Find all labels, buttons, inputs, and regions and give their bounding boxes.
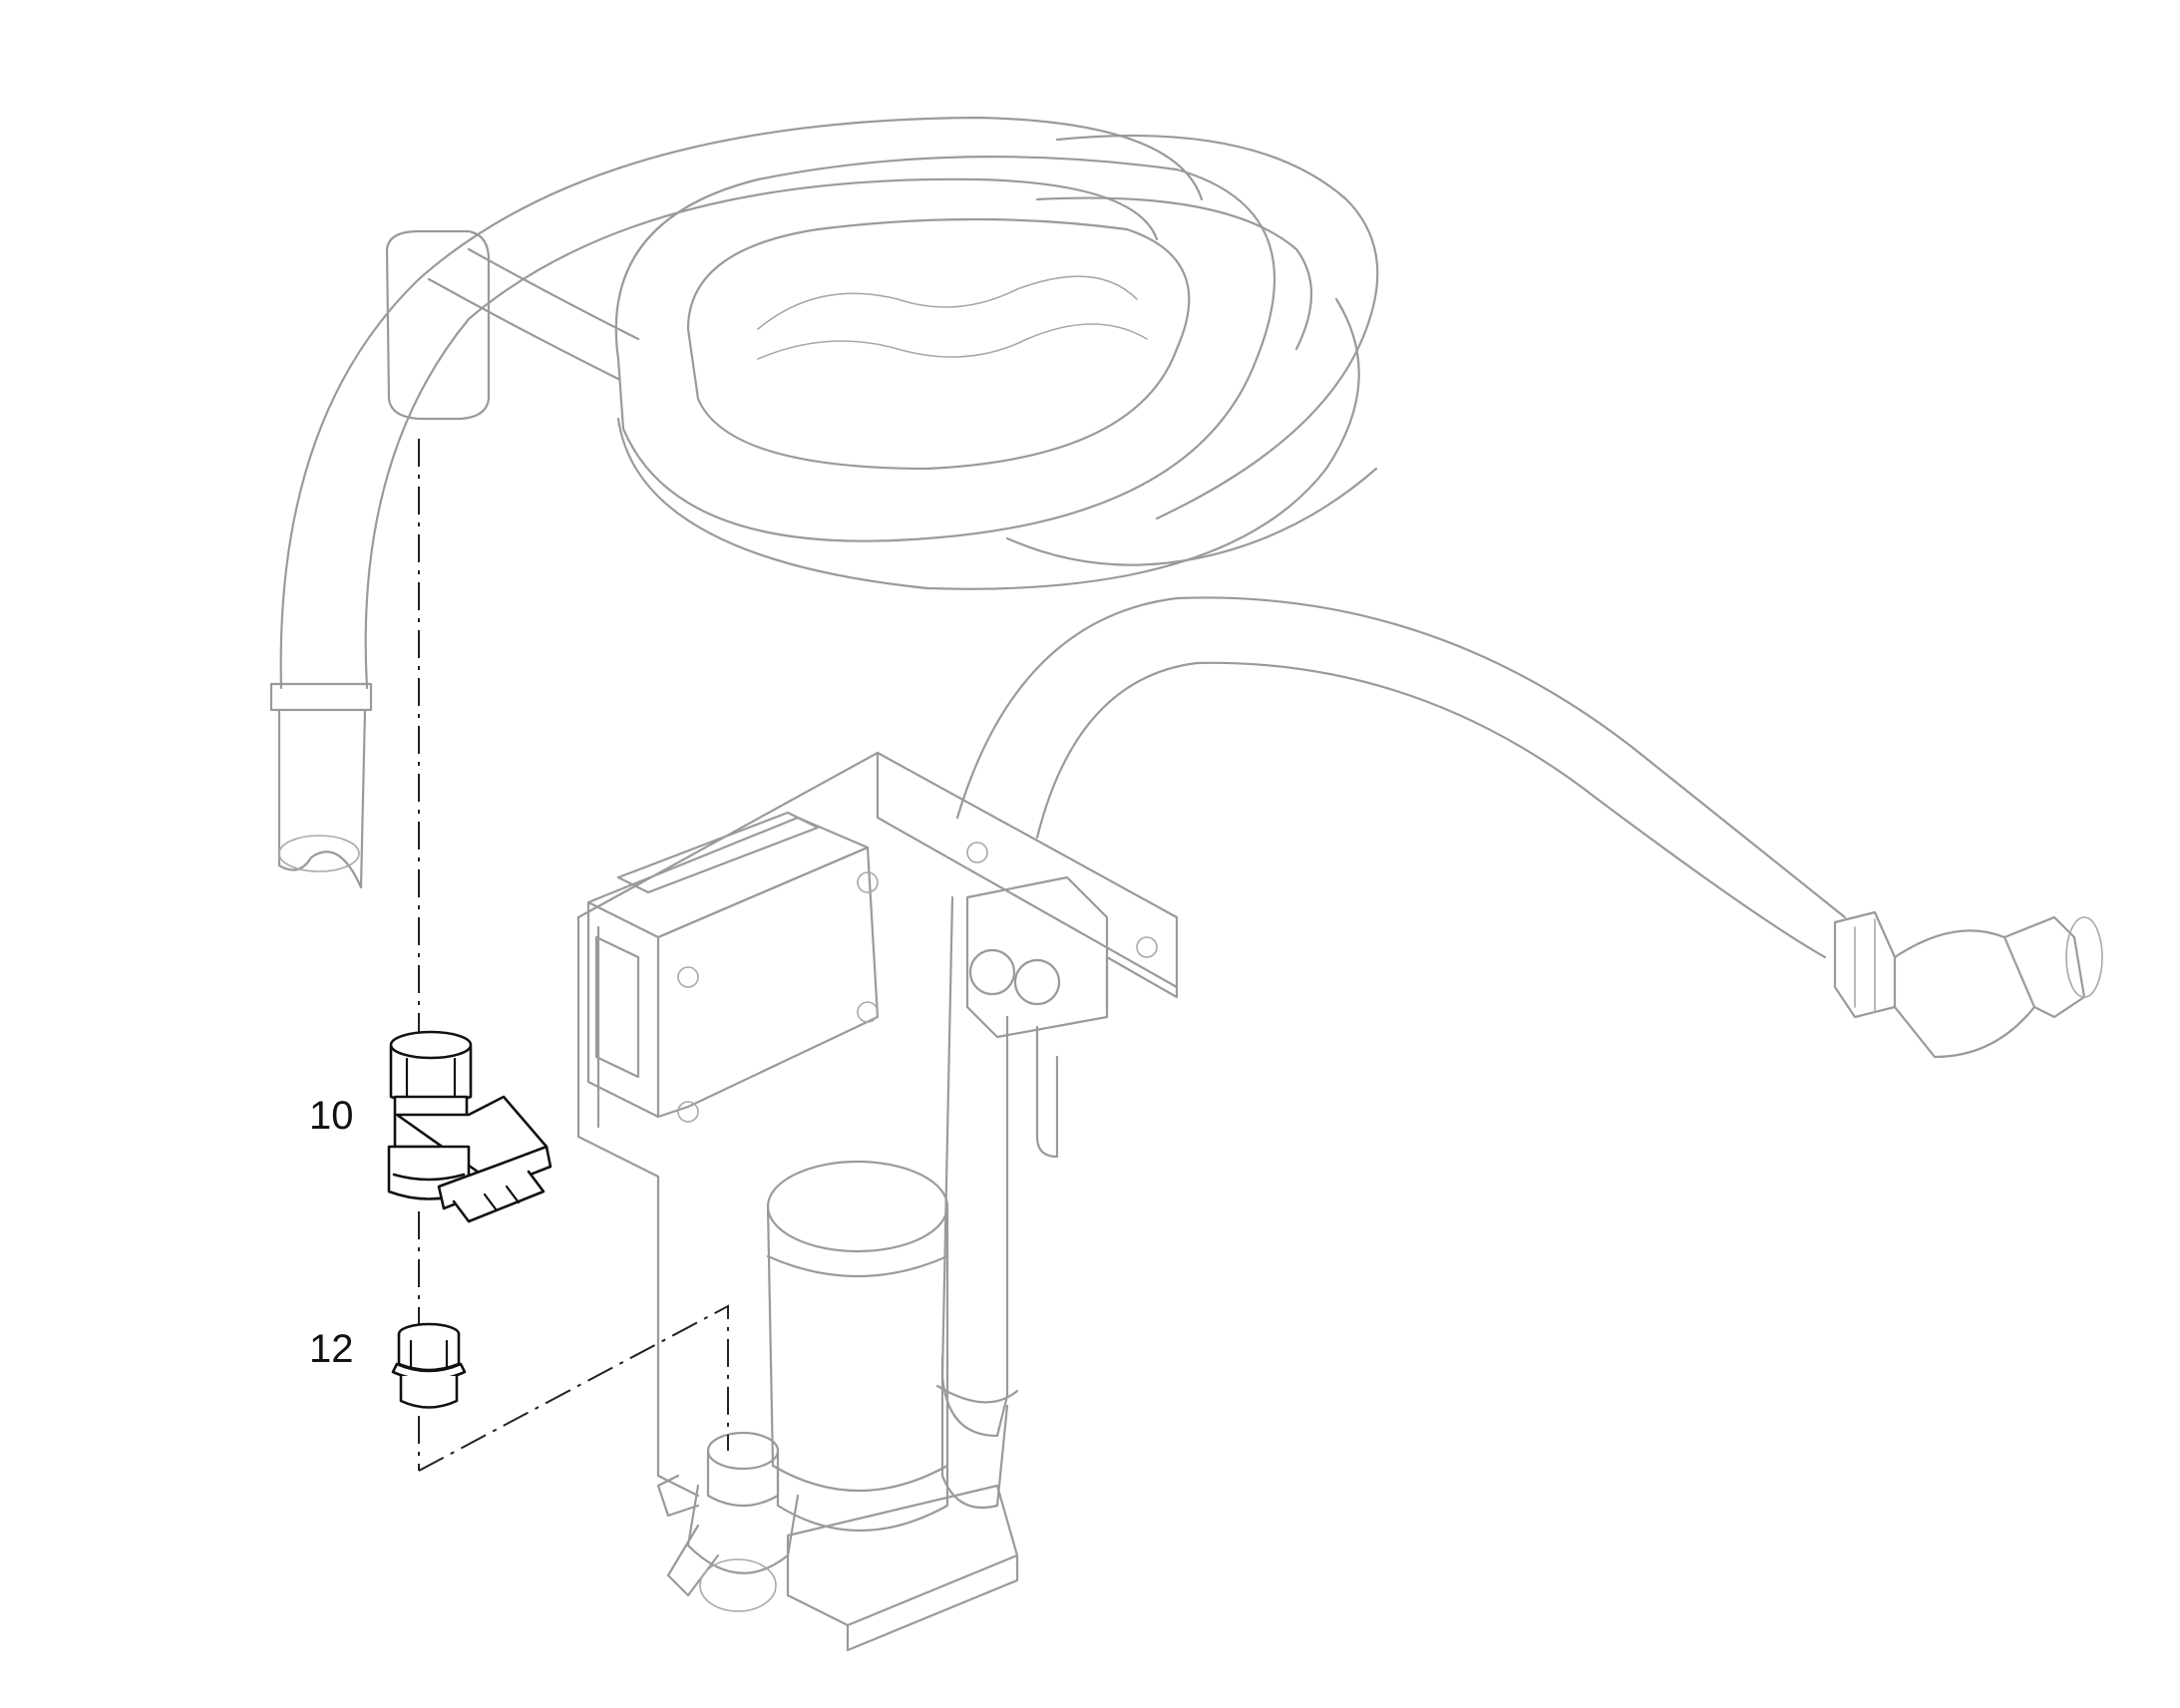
callout-12: 12 [309, 1327, 354, 1371]
hose-assembly-context [269, 116, 2103, 1652]
assembly-leader-lines [418, 439, 729, 1472]
part-12-nipple[interactable] [391, 1322, 467, 1409]
part-10-strainer[interactable] [387, 1030, 552, 1223]
callout-10: 10 [309, 1094, 354, 1138]
callout-labels: 10 12 [309, 1094, 354, 1371]
